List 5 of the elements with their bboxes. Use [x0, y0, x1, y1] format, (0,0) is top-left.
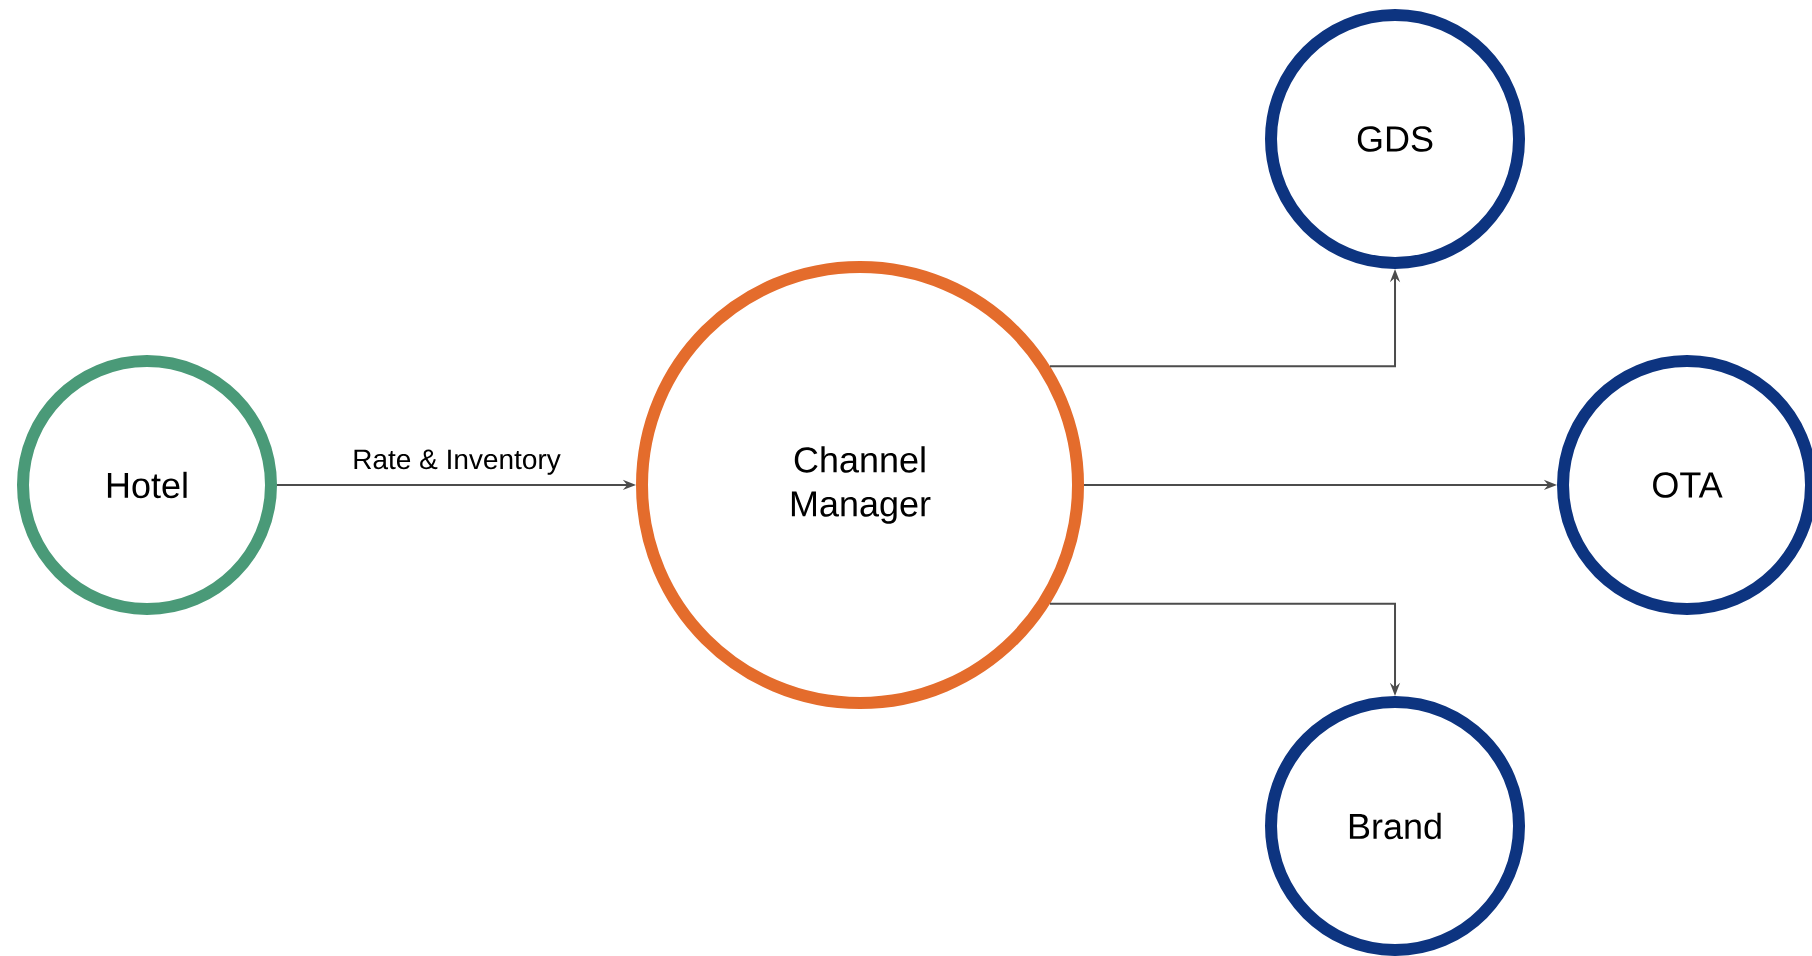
circle-node: Channel Manager — [636, 261, 1084, 709]
circle-node: Hotel — [17, 355, 277, 615]
edge-label: Rate & Inventory — [350, 447, 563, 477]
circle-node: Brand — [1265, 696, 1525, 956]
circle-node: GDS — [1265, 9, 1525, 269]
